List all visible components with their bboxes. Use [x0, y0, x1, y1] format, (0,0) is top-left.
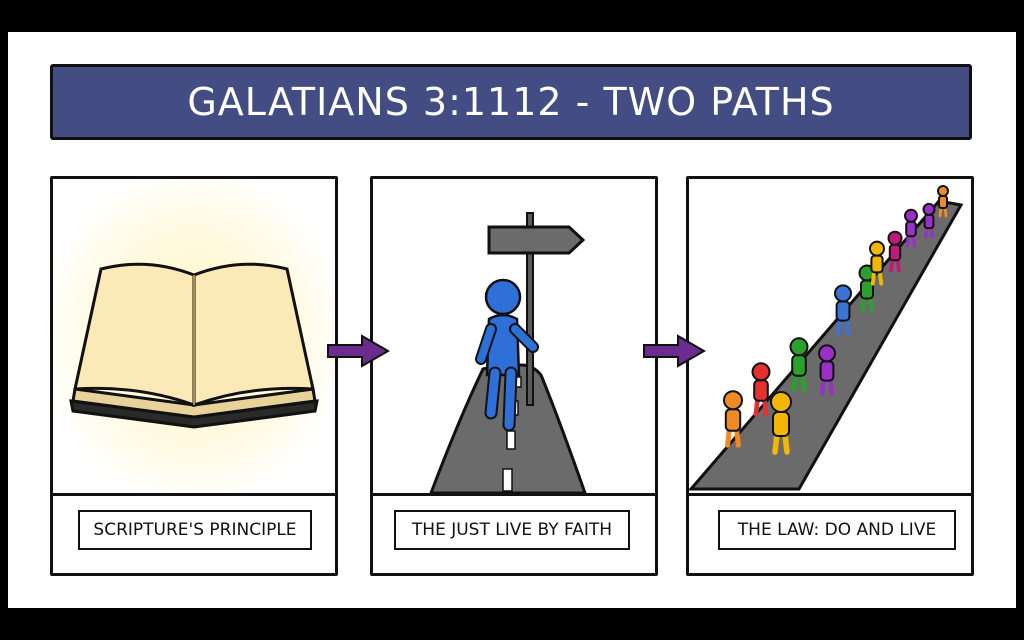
climbing-person: [818, 344, 836, 396]
caption-faith: THE JUST LIVE BY FAITH: [394, 510, 630, 550]
climbing-person: [922, 202, 936, 239]
arrow-right-icon: [326, 334, 390, 368]
climbing-person: [751, 362, 771, 417]
book-illustration: [53, 179, 335, 493]
climbing-person: [869, 240, 885, 286]
panel-law: [686, 176, 974, 576]
climbing-person: [723, 390, 743, 448]
arrow-right-icon: [642, 334, 706, 368]
caption-text: THE JUST LIVE BY FAITH: [411, 520, 613, 540]
caption-law: THE LAW: DO AND LIVE: [718, 510, 956, 550]
climbing-person: [789, 337, 809, 392]
faith-figure: [475, 278, 539, 432]
law-ramp-illustration: [689, 179, 971, 493]
climbing-person: [834, 284, 852, 336]
panel-divider: [689, 493, 971, 496]
panel-scripture: [50, 176, 338, 576]
caption-text: THE LAW: DO AND LIVE: [737, 520, 937, 540]
caption-text: SCRIPTURE'S PRINCIPLE: [93, 520, 297, 540]
title-banner: GALATIANS 3:1112 - TWO PATHS: [50, 64, 972, 140]
faith-road-illustration: [373, 179, 655, 493]
panel-divider: [373, 493, 655, 496]
climbing-person: [937, 185, 949, 218]
climbing-person: [770, 391, 792, 455]
climbing-person: [858, 264, 876, 313]
panel-faith: [370, 176, 658, 576]
climbing-person: [887, 230, 903, 273]
caption-scripture: SCRIPTURE'S PRINCIPLE: [78, 510, 312, 550]
page-title: GALATIANS 3:1112 - TWO PATHS: [187, 80, 835, 124]
panel-divider: [53, 493, 335, 496]
climbing-person: [904, 208, 918, 248]
